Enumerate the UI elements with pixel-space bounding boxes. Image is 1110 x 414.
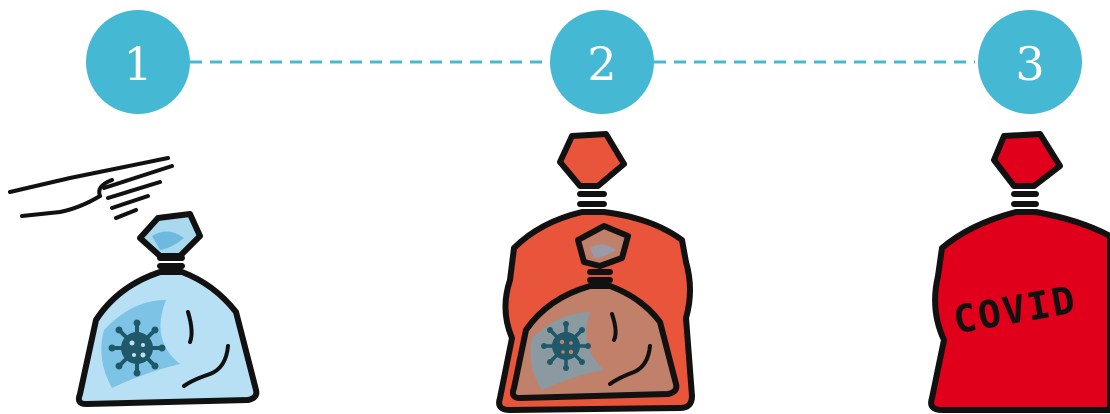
virus-icon <box>109 320 166 377</box>
step-badge-1: 1 <box>86 10 190 114</box>
step-number-1: 1 <box>123 37 152 91</box>
virus-icon <box>541 321 591 371</box>
step-badge-3: 3 <box>978 10 1082 114</box>
hand-icon <box>10 158 172 218</box>
orange-waste-bag-icon <box>499 134 692 410</box>
step-badge-2: 2 <box>550 10 654 114</box>
red-waste-bag-icon: COVID <box>931 134 1110 410</box>
step-number-2: 2 <box>587 37 616 91</box>
clear-waste-bag-icon <box>79 214 256 404</box>
step-number-3: 3 <box>1015 37 1044 91</box>
